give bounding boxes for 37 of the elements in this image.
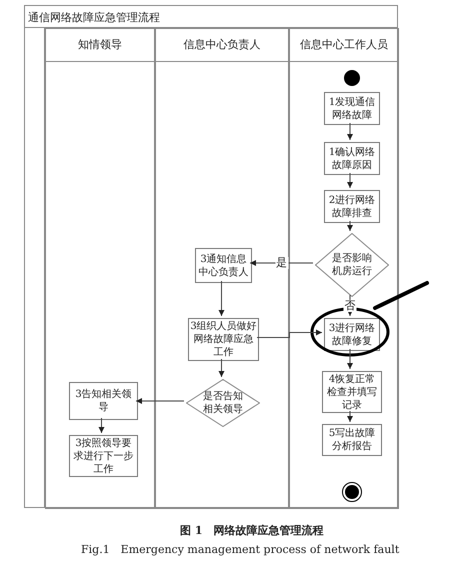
figure-caption: 图 1 网络故障应急管理流程 xyxy=(180,523,324,538)
arrow xyxy=(256,330,322,338)
swimlane-frame xyxy=(155,28,289,509)
process-box: 3通知信息中心负责人 xyxy=(195,248,252,283)
pool-title: 通信网络故障应急管理流程 xyxy=(28,10,160,25)
arrow xyxy=(136,398,184,404)
process-box: 1发现通信网络故障 xyxy=(324,92,380,125)
process-box: 2进行网络故障排查 xyxy=(324,190,380,223)
arrow xyxy=(347,410,353,422)
lane-header: 知情领导 xyxy=(77,37,123,52)
lane-header: 信息中心工作人员 xyxy=(299,37,389,52)
pool-frame xyxy=(24,5,398,508)
arrow xyxy=(347,348,353,370)
arrow xyxy=(347,172,353,188)
process-box: 5写出故障分析报告 xyxy=(322,424,382,456)
arrow xyxy=(347,220,353,232)
process-box: 1确认网络故障原因 xyxy=(324,142,380,175)
edge-label: 否 xyxy=(344,300,356,312)
arrow xyxy=(218,280,224,316)
end-node xyxy=(342,482,362,502)
process-box: 3组织人员做好网络故障应急工作 xyxy=(188,318,259,361)
decision-diamond: 是否影响机房运行 xyxy=(315,233,389,297)
arrow xyxy=(98,418,104,434)
process-box: 3进行网络故障修复 xyxy=(324,318,380,351)
swimlane-frame xyxy=(289,28,399,509)
start-node xyxy=(344,70,360,86)
process-box: 4恢复正常检查并填写记录 xyxy=(322,371,382,413)
arrow xyxy=(250,260,314,266)
lane-header: 信息中心负责人 xyxy=(182,37,262,52)
edge-label: 是 xyxy=(275,257,288,269)
figure-caption-english: Fig.1 Emergency management process of network fault xyxy=(81,542,400,557)
decision-diamond: 是否告知相关领导 xyxy=(186,379,260,427)
swimlane-frame xyxy=(45,28,155,509)
arrow xyxy=(218,358,224,378)
arrow xyxy=(347,122,353,140)
process-box: 3告知相关领导 xyxy=(69,382,138,420)
process-box: 3按照领导要求进行下一步工作 xyxy=(69,435,138,477)
